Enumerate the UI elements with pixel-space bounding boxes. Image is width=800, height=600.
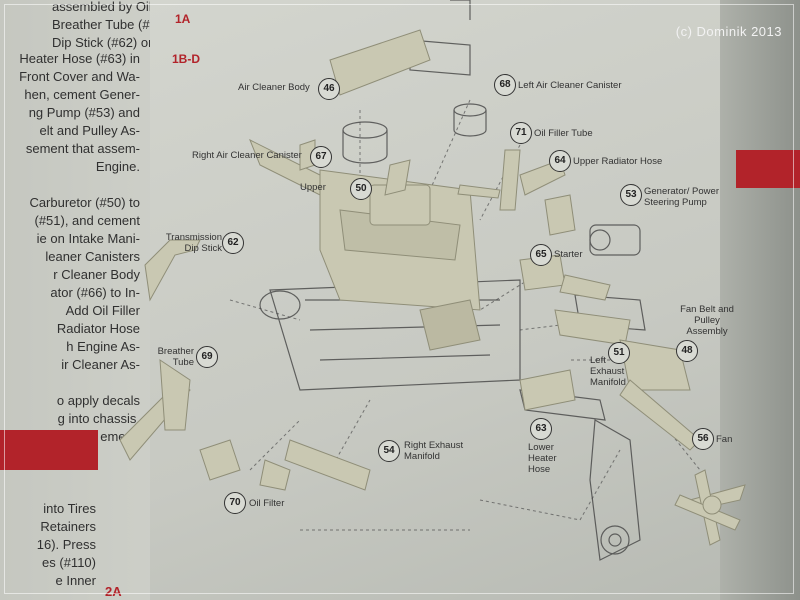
instruction-line: o apply decals [56,393,140,408]
instruction-line: g into chassis. [57,411,140,426]
instruction-line: Engine. [95,159,140,174]
callout-label: Upper Radiator Hose [573,156,663,167]
callout-number: 67 [310,146,332,168]
instructions-middle: Heater Hose (#63) in Front Cover and Wa-… [0,50,140,446]
instruction-line: Dip Stick (#62) on right [52,35,150,50]
callout-label: Breather Tube [157,346,194,368]
callout-number: 71 [510,122,532,144]
callout-label: Oil Filter [249,498,285,509]
instruction-line: 16). Press [36,537,96,552]
instruction-line: es (#110) [42,555,96,570]
instructions-top: assembled by Oil Breather Tube (#69) and… [52,0,150,52]
instruction-line: Front Cover and Wa- [19,69,140,84]
step-label-diagram: 1B-D [172,52,201,66]
instruction-line: (#51), and cement [34,213,140,228]
instruction-line: Add Oil Filler [65,303,140,318]
callout-label: Right Exhaust Manifold [404,440,464,462]
callout-number: 64 [549,150,571,172]
callout-label: Air Cleaner Body [238,82,310,93]
callout-label: Upper [300,182,326,193]
callout-number: 62 [222,232,244,254]
red-bar-right [736,150,800,188]
red-bar-left [0,430,98,470]
instruction-line: elt and Pulley As- [39,123,140,138]
callout-label: Starter [554,249,583,260]
instruction-line: Retainers [40,519,96,534]
instruction-line: ator (#66) to In- [50,285,140,300]
instruction-page-left [0,0,160,600]
instruction-line: leaner Canisters [45,249,140,264]
step-label-bottom: 2A [105,584,122,599]
callout-label: Oil Filler Tube [534,128,593,139]
callout-label: Left Air Cleaner Canister [518,80,622,91]
callout-number: 48 [676,340,698,362]
callout-number: 65 [530,244,552,266]
callout-number: 68 [494,74,516,96]
instruction-line: r Cleaner Body [53,267,140,282]
callout-number: 53 [620,184,642,206]
callout-label: Lower Heater Hose [528,442,557,475]
instruction-line: e Inner [55,573,96,588]
copyright-watermark: (c) Dominik 2013 [675,24,782,39]
callout-label: Transmission Dip Stick [165,232,222,254]
callout-number: 63 [530,418,552,440]
callout-number: 46 [318,78,340,100]
callout-label: Fan [716,434,733,445]
callout-number: 56 [692,428,714,450]
instruction-line: hen, cement Gener- [24,87,140,102]
instruction-line: sement that assem- [25,141,140,156]
callout-number: 51 [608,342,630,364]
instruction-line: assembled by Oil [52,0,150,14]
callout-number: 69 [196,346,218,368]
instruction-line: ng Pump (#53) and [28,105,140,120]
callout-label: Fan Belt and Pulley Assembly [680,304,734,337]
instruction-line: Breather Tube (#69) and [52,17,150,32]
callout-number: 70 [224,492,246,514]
instruction-line: Carburetor (#50) to [29,195,140,210]
callout-label: Generator/ Power Steering Pump [644,186,719,208]
instruction-line: into Tires [43,501,96,516]
instruction-line: h Engine As- [66,339,140,354]
instruction-line: Heater Hose (#63) in [19,51,140,66]
instructions-bottom: into Tires Retainers 16). Press es (#110… [0,500,96,590]
instruction-line: ie on Intake Mani- [36,231,140,246]
instruction-line: Radiator Hose [56,321,140,336]
callout-label: Left Exhaust Manifold [590,355,626,388]
callout-number: 50 [350,178,372,200]
instruction-line: ir Cleaner As- [61,357,140,372]
callout-number: 54 [378,440,400,462]
callout-label: Right Air Cleaner Canister [192,150,302,161]
step-label-top: 1A [175,12,191,26]
